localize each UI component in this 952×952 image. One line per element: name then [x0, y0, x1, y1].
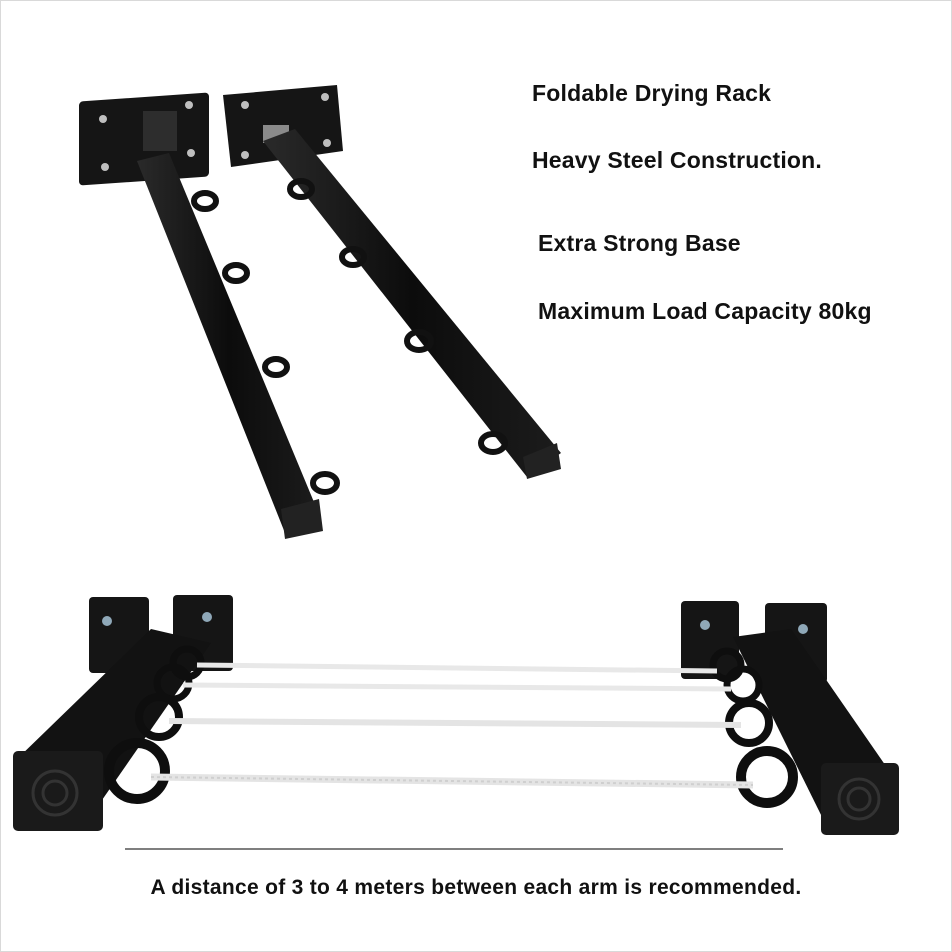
right-wall-arm: [681, 601, 899, 835]
feature-foldable: Foldable Drying Rack: [532, 80, 772, 106]
left-wall-arm: [13, 595, 233, 831]
drying-lines: [150, 662, 754, 789]
right-folded-arm: [223, 85, 561, 479]
left-folded-arm: [79, 92, 340, 539]
installed-rack-photo: [13, 595, 899, 850]
feature-steel-construction: Heavy Steel Construction.: [532, 147, 823, 173]
feature-load-capacity: Maximum Load Capacity 80kg: [538, 298, 872, 324]
feature-strong-base: Extra Strong Base: [538, 230, 741, 256]
folded-arms-photo: [79, 85, 561, 539]
distance-caption: A distance of 3 to 4 meters between each…: [150, 876, 802, 899]
